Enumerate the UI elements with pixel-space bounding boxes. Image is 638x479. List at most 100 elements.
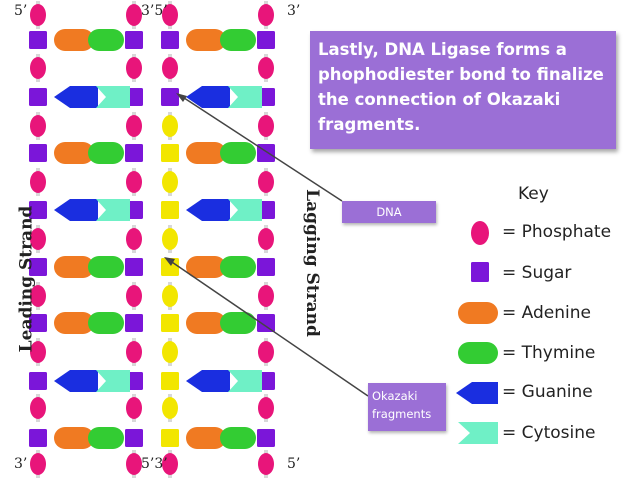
leading-left-sugar: [29, 429, 47, 447]
leading-strand-label: Leading Strand: [16, 205, 37, 353]
lagging-left-sugar: [161, 31, 179, 49]
leading-left-phosphate: [30, 115, 46, 137]
leading-right-phosphate: [126, 228, 142, 250]
lagging-right-phosphate: [258, 4, 274, 26]
end-label-top-right: 3’: [287, 3, 301, 19]
lagging-left-phosphate: [162, 115, 178, 137]
leading-right-phosphate: [126, 285, 142, 307]
key-title: Key: [518, 184, 549, 204]
lagging-right-phosphate: [258, 171, 274, 193]
thymine-base: [88, 256, 124, 278]
leading-right-sugar: [125, 258, 143, 276]
end-label-bottom-right: 5’: [287, 456, 301, 472]
key-phosphate-symbol: [471, 221, 489, 245]
dna-tag: DNA: [342, 201, 436, 223]
leading-right-phosphate: [126, 171, 142, 193]
leading-right-phosphate: [126, 397, 142, 419]
okazaki-pointer-arrowhead: [164, 257, 175, 266]
lagging-left-phosphate: [162, 57, 178, 79]
lagging-left-sugar: [161, 88, 179, 106]
thymine-base: [220, 142, 256, 164]
leading-left-phosphate: [30, 228, 46, 250]
adenine-base: [186, 256, 226, 278]
cytosine-base: [228, 86, 262, 108]
key-label-sugar: = Sugar: [502, 263, 572, 283]
leading-left-phosphate: [30, 341, 46, 363]
lagging-left-sugar: [161, 429, 179, 447]
key-guanine-symbol: [456, 382, 498, 404]
thymine-base: [88, 312, 124, 334]
leading-left-sugar: [29, 314, 47, 332]
end-label-top-left: 5’: [14, 3, 28, 19]
lagging-right-sugar: [257, 31, 275, 49]
lagging-left-phosphate: [162, 341, 178, 363]
adenine-base: [186, 29, 226, 51]
lagging-left-sugar: [161, 314, 179, 332]
adenine-base: [54, 427, 94, 449]
callout-text: Lastly, DNA Ligase forms a phophodiester…: [318, 40, 604, 134]
lagging-right-phosphate: [258, 453, 274, 475]
info-callout: Lastly, DNA Ligase forms a phophodiester…: [310, 31, 616, 149]
thymine-base: [220, 29, 256, 51]
end-label-bottom-left: 3’: [14, 456, 28, 472]
leading-left-sugar: [29, 88, 47, 106]
lagging-left-phosphate: [162, 171, 178, 193]
okazaki-pointer-line: [165, 257, 369, 397]
lagging-right-phosphate: [258, 228, 274, 250]
leading-left-phosphate: [30, 4, 46, 26]
leading-left-sugar: [29, 372, 47, 390]
cytosine-base: [228, 370, 262, 392]
lagging-left-sugar: [161, 258, 179, 276]
guanine-base: [186, 86, 230, 108]
lagging-right-sugar: [257, 258, 275, 276]
guanine-base: [54, 370, 98, 392]
guanine-base: [54, 199, 98, 221]
leading-right-phosphate: [126, 453, 142, 475]
key-label-phosphate: = Phosphate: [502, 222, 612, 242]
lagging-right-phosphate: [258, 341, 274, 363]
guanine-base: [186, 199, 230, 221]
lagging-left-sugar: [161, 201, 179, 219]
key-cytosine-symbol: [458, 422, 498, 444]
lagging-left-phosphate: [162, 397, 178, 419]
leading-left-phosphate: [30, 397, 46, 419]
leading-left-phosphate: [30, 453, 46, 475]
key-thymine-symbol: [458, 342, 498, 364]
lagging-left-phosphate: [162, 285, 178, 307]
leading-right-phosphate: [126, 57, 142, 79]
cytosine-base: [228, 199, 262, 221]
cytosine-base: [96, 370, 130, 392]
leading-right-sugar: [125, 429, 143, 447]
thymine-base: [88, 29, 124, 51]
cytosine-base: [96, 86, 130, 108]
thymine-base: [220, 427, 256, 449]
leading-left-phosphate: [30, 285, 46, 307]
thymine-base: [220, 312, 256, 334]
key-label-guanine: = Guanine: [502, 382, 593, 402]
key-label-thymine: = Thymine: [502, 343, 596, 363]
adenine-base: [186, 427, 226, 449]
lagging-left-sugar: [161, 372, 179, 390]
leading-right-sugar: [125, 144, 143, 162]
leading-left-phosphate: [30, 171, 46, 193]
end-label-bottom-middle: 5’3’: [141, 456, 168, 472]
lagging-left-phosphate: [162, 4, 178, 26]
adenine-base: [186, 142, 226, 164]
dna-pointer-arrowhead: [176, 93, 187, 102]
lagging-right-phosphate: [258, 57, 274, 79]
lagging-left-phosphate: [162, 228, 178, 250]
leading-right-sugar: [125, 314, 143, 332]
leading-right-phosphate: [126, 341, 142, 363]
adenine-base: [54, 29, 94, 51]
leading-left-phosphate: [30, 57, 46, 79]
lagging-right-phosphate: [258, 115, 274, 137]
leading-left-sugar: [29, 258, 47, 276]
key-sugar-symbol: [471, 262, 489, 282]
guanine-base: [186, 370, 230, 392]
thymine-base: [88, 142, 124, 164]
leading-left-sugar: [29, 31, 47, 49]
leading-left-sugar: [29, 201, 47, 219]
lagging-right-sugar: [257, 429, 275, 447]
